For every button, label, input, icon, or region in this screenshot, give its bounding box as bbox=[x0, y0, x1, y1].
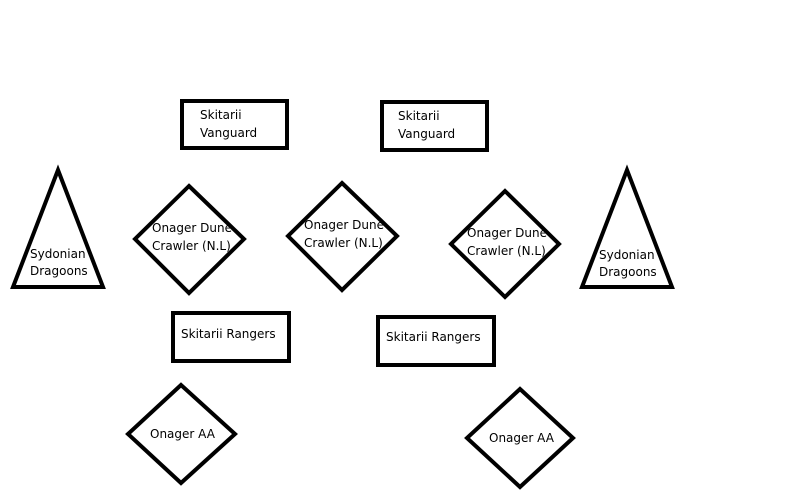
vanguard-right-line-2: Vanguard bbox=[398, 127, 455, 141]
node-aa-left: Onager AA bbox=[125, 382, 238, 486]
aa-left-label: Onager AA bbox=[150, 427, 216, 441]
aa-left-diamond bbox=[125, 382, 238, 486]
crawler-2-line-1: Onager Dune bbox=[304, 218, 384, 232]
vanguard-right-line-1: Skitarii bbox=[398, 109, 440, 123]
dragoons-left-triangle bbox=[10, 164, 106, 289]
crawler-1-line-2: Crawler (N.L) bbox=[152, 239, 231, 253]
vanguard-left-box bbox=[180, 99, 289, 150]
crawler-1-diamond bbox=[132, 183, 247, 296]
node-rangers-left: Skitarii Rangers bbox=[171, 311, 291, 363]
vanguard-left-line-2: Vanguard bbox=[200, 126, 257, 140]
node-crawler-3: Onager Dune Crawler (N.L) bbox=[448, 188, 562, 300]
aa-right-label: Onager AA bbox=[489, 431, 555, 445]
rangers-right-box bbox=[376, 315, 496, 367]
rangers-left-box bbox=[171, 311, 291, 363]
node-vanguard-right: Skitarii Vanguard bbox=[380, 100, 489, 152]
node-crawler-2: Onager Dune Crawler (N.L) bbox=[285, 180, 400, 293]
node-vanguard-left: Skitarii Vanguard bbox=[180, 99, 289, 150]
aa-right-diamond bbox=[464, 386, 576, 490]
node-rangers-right: Skitarii Rangers bbox=[376, 315, 496, 367]
dragoons-right-line-2: Dragoons bbox=[599, 265, 657, 279]
dragoons-left-line-2: Dragoons bbox=[30, 264, 88, 278]
rangers-right-label: Skitarii Rangers bbox=[386, 330, 481, 344]
dragoons-left-line-1: Sydonian bbox=[30, 247, 86, 261]
rangers-left-label: Skitarii Rangers bbox=[181, 327, 276, 341]
vanguard-right-box bbox=[380, 100, 489, 152]
node-crawler-1: Onager Dune Crawler (N.L) bbox=[132, 183, 247, 296]
crawler-3-line-2: Crawler (N.L) bbox=[467, 244, 546, 258]
dragoons-right-line-1: Sydonian bbox=[599, 248, 655, 262]
crawler-2-diamond bbox=[285, 180, 400, 293]
crawler-2-line-2: Crawler (N.L) bbox=[304, 236, 383, 250]
crawler-3-diamond bbox=[448, 188, 562, 300]
node-dragoons-left: Sydonian Dragoons bbox=[10, 164, 106, 289]
crawler-1-line-1: Onager Dune bbox=[152, 221, 232, 235]
node-aa-right: Onager AA bbox=[464, 386, 576, 490]
vanguard-left-line-1: Skitarii bbox=[200, 108, 242, 122]
node-dragoons-right: Sydonian Dragoons bbox=[579, 164, 675, 289]
dragoons-right-triangle bbox=[579, 164, 675, 289]
crawler-3-line-1: Onager Dune bbox=[467, 226, 547, 240]
